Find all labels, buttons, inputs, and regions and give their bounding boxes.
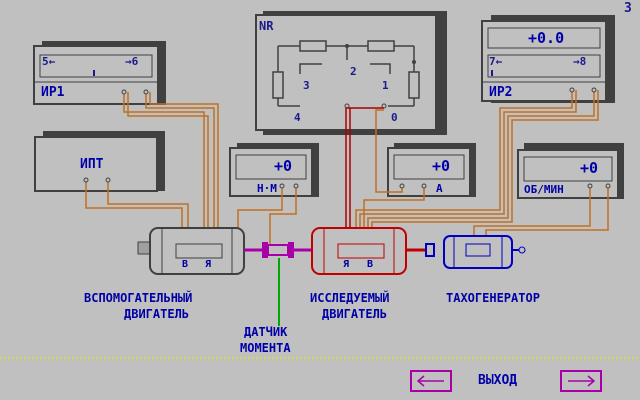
meter-rpm: [517, 143, 624, 199]
aux-motor-label-line1: ВСПОМОГАТЕЛЬНЫЙ: [84, 291, 193, 305]
ir2-scale-right: →8: [573, 55, 587, 68]
meter-rpm-unit: ОБ/МИН: [524, 183, 564, 196]
ir2-label: ИР2: [489, 85, 513, 100]
ipt-power-supply: [34, 131, 165, 192]
next-button[interactable]: [560, 370, 602, 392]
rheostat-terminal-1: 1: [382, 79, 389, 92]
meter-nm-unit: Н·М: [257, 182, 277, 195]
arrow-right-icon: [568, 375, 596, 387]
test-motor-label-line2: ДВИГАТЕЛЬ: [322, 307, 388, 321]
ipt-label: ИПТ: [80, 157, 104, 172]
terminals: [83, 87, 611, 189]
aux-motor: [137, 227, 264, 275]
ir1-instrument: [33, 41, 166, 105]
rheostat-terminal-0: 0: [391, 111, 398, 124]
rheostat-panel: [255, 11, 447, 135]
aux-motor-terminal-right: Я: [205, 259, 212, 270]
ir1-label: ИР1: [41, 85, 65, 100]
rheostat-title: NR: [259, 19, 274, 33]
test-motor: [311, 227, 435, 275]
rheostat-terminal-2: 2: [350, 65, 357, 78]
exit-button[interactable]: ВЫХОД: [478, 373, 518, 388]
arrow-left-icon: [416, 375, 444, 387]
rheostat-terminal-4: 4: [294, 111, 301, 124]
meter-rpm-value: +0: [580, 159, 599, 177]
meter-a-value: +0: [432, 157, 451, 175]
meter-a: [387, 143, 476, 197]
tachogenerator-label: ТАХОГЕНЕРАТОР: [446, 291, 540, 305]
test-motor-terminal-left: Я: [343, 259, 350, 270]
ir2-value: +0.0: [528, 29, 565, 47]
red-wires: [345, 107, 384, 246]
page-number: 3: [624, 1, 632, 16]
tachogenerator: [443, 235, 526, 269]
meter-nm-value: +0: [274, 157, 293, 175]
torque-sensor-label-line2: МОМЕНТА: [240, 341, 291, 355]
aux-motor-terminal-left: В: [182, 259, 189, 270]
aux-motor-label-line2: ДВИГАТЕЛЬ: [124, 307, 190, 321]
meter-a-unit: А: [436, 182, 443, 195]
prev-button[interactable]: [410, 370, 452, 392]
torque-sensor-label-line1: ДАТЧИК: [244, 325, 288, 339]
meter-nm: [229, 143, 319, 197]
test-motor-terminal-right: В: [367, 259, 374, 270]
test-motor-label-line1: ИССЛЕДУЕМЫЙ: [310, 291, 390, 305]
ir1-scale-right: →6: [125, 55, 139, 68]
ir2-scale-left: 7←: [489, 55, 503, 68]
torque-sensor: [262, 242, 312, 326]
rheostat-terminal-3: 3: [303, 79, 310, 92]
ir1-scale-left: 5←: [42, 55, 56, 68]
